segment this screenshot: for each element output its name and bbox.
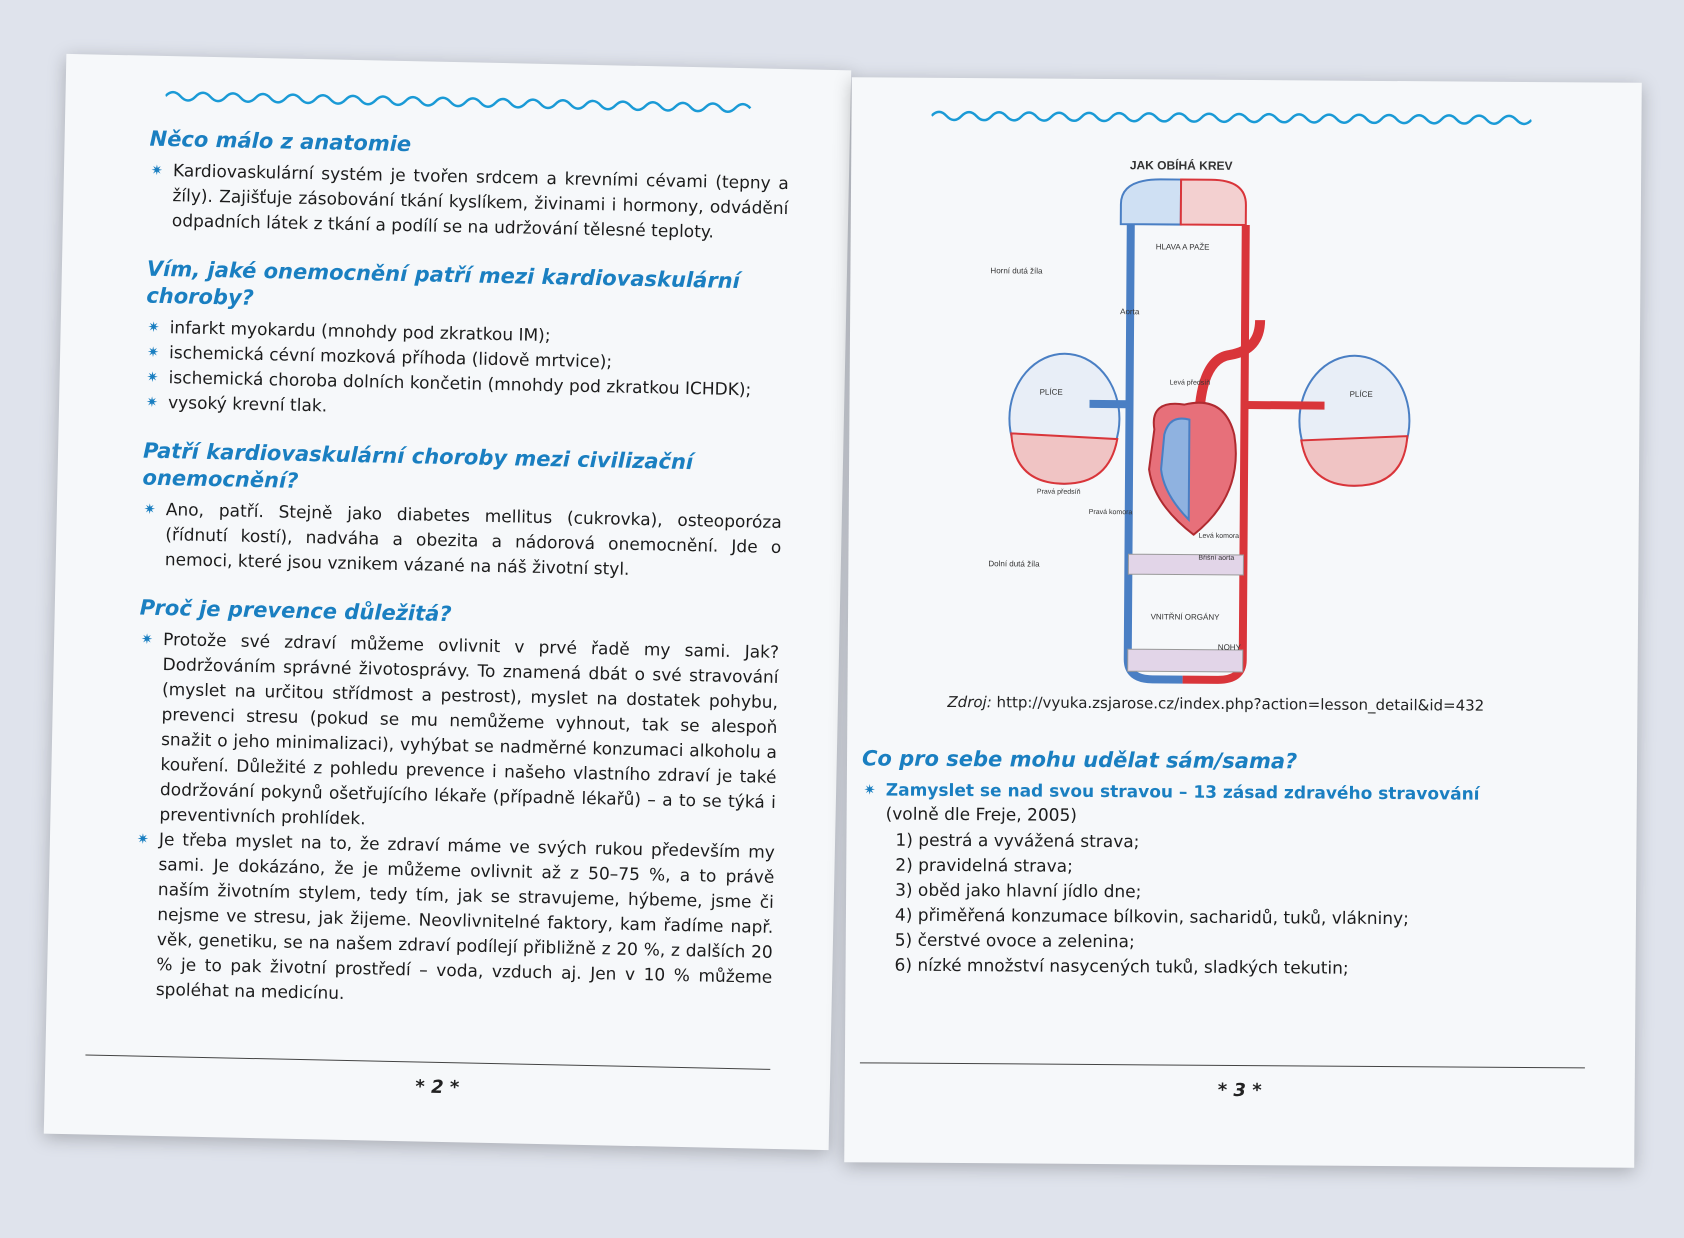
- left-page: Něco málo z anatomie ✷Kardiovaskulární s…: [43, 53, 852, 1151]
- pulmonary-vein: [1244, 401, 1325, 410]
- head-capillaries-artery: [1179, 178, 1247, 227]
- star-bullet-icon: ✷: [147, 319, 160, 336]
- section-heading: Vím, jaké onemocnění patří mezi kardiova…: [146, 256, 741, 310]
- blood-circulation-diagram: JAK OBÍHÁ KREV HLAVA A PAŽE Horní dutá ž…: [988, 157, 1411, 684]
- subnote: (volně dle Freje, 2005): [885, 804, 1078, 826]
- star-bullet-icon: ✷: [140, 631, 154, 648]
- star-bullet-icon: ✷: [136, 831, 149, 848]
- label-lung-left: PLÍCE: [1040, 388, 1063, 397]
- wave-divider: [165, 90, 752, 114]
- label-legs: NOHY: [1218, 643, 1242, 652]
- lung-right-oxygenated: [1300, 435, 1409, 487]
- left-content: Něco málo z anatomie ✷Kardiovaskulární s…: [131, 126, 790, 1038]
- label-abd: Břišní aorta: [1198, 555, 1234, 562]
- list-item: 6) nízké množství nasycených tuků, sladk…: [894, 955, 1349, 979]
- list-item: ✷Ano, patří. Stejně jako diabetes mellit…: [141, 498, 782, 586]
- wave-divider: [931, 110, 1532, 126]
- star-bullet-icon: ✷: [863, 782, 876, 799]
- list-item: ✷Kardiovaskulární systém je tvořen srdce…: [148, 159, 789, 247]
- legs-capillaries: [1127, 648, 1244, 673]
- source-citation: Zdroj: http://vyuka.zsjarose.cz/index.ph…: [947, 693, 1484, 715]
- star-bullet-icon: ✷: [146, 344, 160, 361]
- list-item: ✷Protože své zdraví můžeme ovlivnit v pr…: [135, 628, 779, 841]
- heart-right-side: [1160, 417, 1191, 523]
- section-heading: Patří kardiovaskulární choroby mezi civi…: [142, 438, 694, 493]
- label-ivc: Dolní dutá žíla: [988, 559, 1040, 568]
- section-civilization: Patří kardiovaskulární choroby mezi civi…: [141, 438, 784, 586]
- right-content: Co pro sebe mohu udělat sám/sama? ✷Zamys…: [861, 745, 1483, 982]
- star-bullet-icon: ✷: [143, 501, 156, 518]
- footer-rule: [859, 1062, 1585, 1069]
- star-bullet-icon: ✷: [145, 394, 159, 411]
- section-diseases: Vím, jaké onemocnění patří mezi kardiova…: [144, 256, 787, 429]
- source-url[interactable]: http://vyuka.zsjarose.cz/index.php?actio…: [996, 693, 1485, 715]
- label-rv: Pravá komora: [1089, 509, 1133, 516]
- lung-left-oxygenated: [1010, 432, 1119, 485]
- section-prevention: Proč je prevence důležitá? ✷Protože své …: [132, 595, 780, 1016]
- diagram-title: JAK OBÍHÁ KREV: [1130, 157, 1233, 173]
- label-head: HLAVA A PAŽE: [1156, 242, 1210, 251]
- label-ra: Pravá předsíň: [1037, 489, 1081, 496]
- list-item: ✷Je třeba myslet na to, že zdraví máme v…: [132, 828, 776, 1016]
- label-la: Levá předsíň: [1170, 379, 1211, 386]
- organs-capillaries: [1127, 553, 1244, 576]
- section-anatomy: Něco málo z anatomie ✷Kardiovaskulární s…: [148, 126, 790, 247]
- star-bullet-icon: ✷: [146, 369, 159, 386]
- head-capillaries-vein: [1119, 178, 1183, 226]
- numbered-list: 1) pestrá a vyvážená strava; 2) pravidel…: [861, 828, 1482, 982]
- page-number: * 2 *: [415, 1076, 460, 1099]
- subheading: ✷Zamyslet se nad svou stravou – 13 zásad…: [862, 778, 1482, 806]
- source-label: Zdroj:: [947, 692, 992, 712]
- footer-rule: [85, 1054, 771, 1070]
- label-aorta: Aorta: [1120, 307, 1140, 316]
- star-bullet-icon: ✷: [150, 162, 163, 179]
- label-svc: Horní dutá žíla: [990, 266, 1043, 275]
- page-number: * 3 *: [1217, 1079, 1262, 1102]
- section-heading: Co pro sebe mohu udělat sám/sama?: [861, 746, 1298, 774]
- label-lv: Levá komora: [1199, 533, 1240, 540]
- label-lung-right: PLÍCE: [1350, 390, 1373, 399]
- label-organs: VNITŘNÍ ORGÁNY: [1151, 612, 1221, 621]
- right-page: JAK OBÍHÁ KREV HLAVA A PAŽE Horní dutá ž…: [844, 77, 1642, 1168]
